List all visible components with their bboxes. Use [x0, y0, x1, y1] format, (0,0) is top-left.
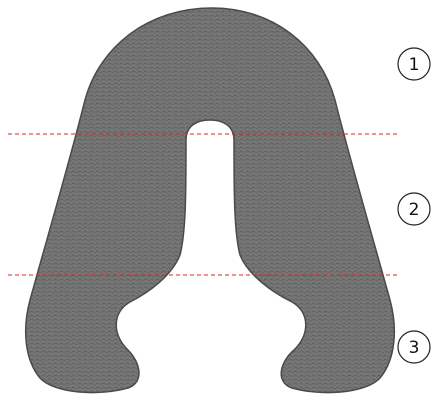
- zone-marker-2-label: 2: [409, 200, 420, 220]
- zone-marker-2: 2: [398, 193, 430, 225]
- zone-marker-1-label: 1: [409, 55, 420, 75]
- fabric-cushion: [26, 8, 395, 393]
- zone-marker-3-label: 3: [409, 338, 420, 358]
- zone-marker-3: 3: [398, 331, 430, 363]
- zone-marker-1: 1: [398, 48, 430, 80]
